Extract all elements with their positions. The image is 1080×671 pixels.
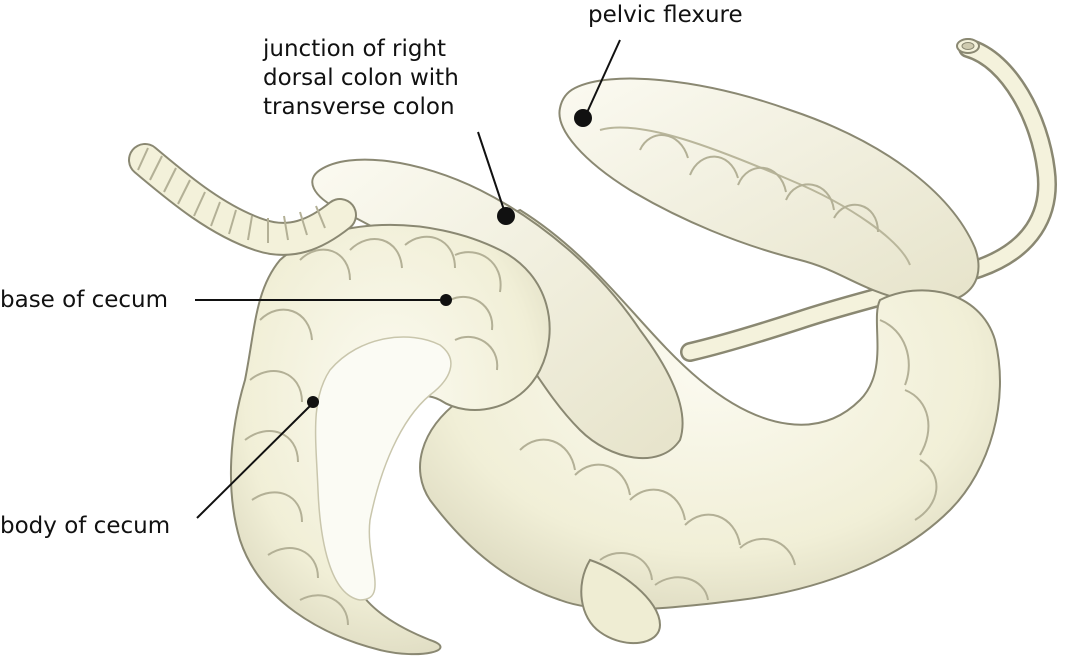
leader-lines — [195, 39, 621, 519]
ileum — [128, 143, 357, 256]
label-pelvic-flexure-text: pelvic flexure — [588, 2, 743, 28]
label-pelvic-flexure: pelvic flexure — [588, 1, 743, 30]
label-junction-line-3: transverse colon — [263, 94, 455, 120]
label-body-of-cecum: body of cecum — [0, 512, 170, 541]
label-junction-line-2: dorsal colon with — [263, 65, 459, 91]
marker-junction — [497, 207, 515, 225]
marker-pelvic-flexure — [574, 109, 592, 127]
marker-base-of-cecum — [440, 294, 452, 306]
label-body-of-cecum-text: body of cecum — [0, 513, 171, 539]
label-junction-line-1: junction of right — [263, 36, 447, 62]
leader-junction — [477, 131, 506, 214]
label-base-of-cecum: base of cecum — [0, 286, 168, 315]
label-junction-right-dorsal-transverse-colon: junction of right dorsal colon with tran… — [263, 35, 459, 122]
small-colon-tube — [680, 38, 1057, 362]
marker-body-of-cecum — [307, 396, 319, 408]
leader-pelvic-flexure — [584, 39, 621, 118]
cecum — [229, 223, 551, 656]
label-base-of-cecum-text: base of cecum — [0, 287, 169, 313]
dorsal-colon-loop — [558, 77, 980, 305]
leader-body-of-cecum — [196, 403, 313, 519]
